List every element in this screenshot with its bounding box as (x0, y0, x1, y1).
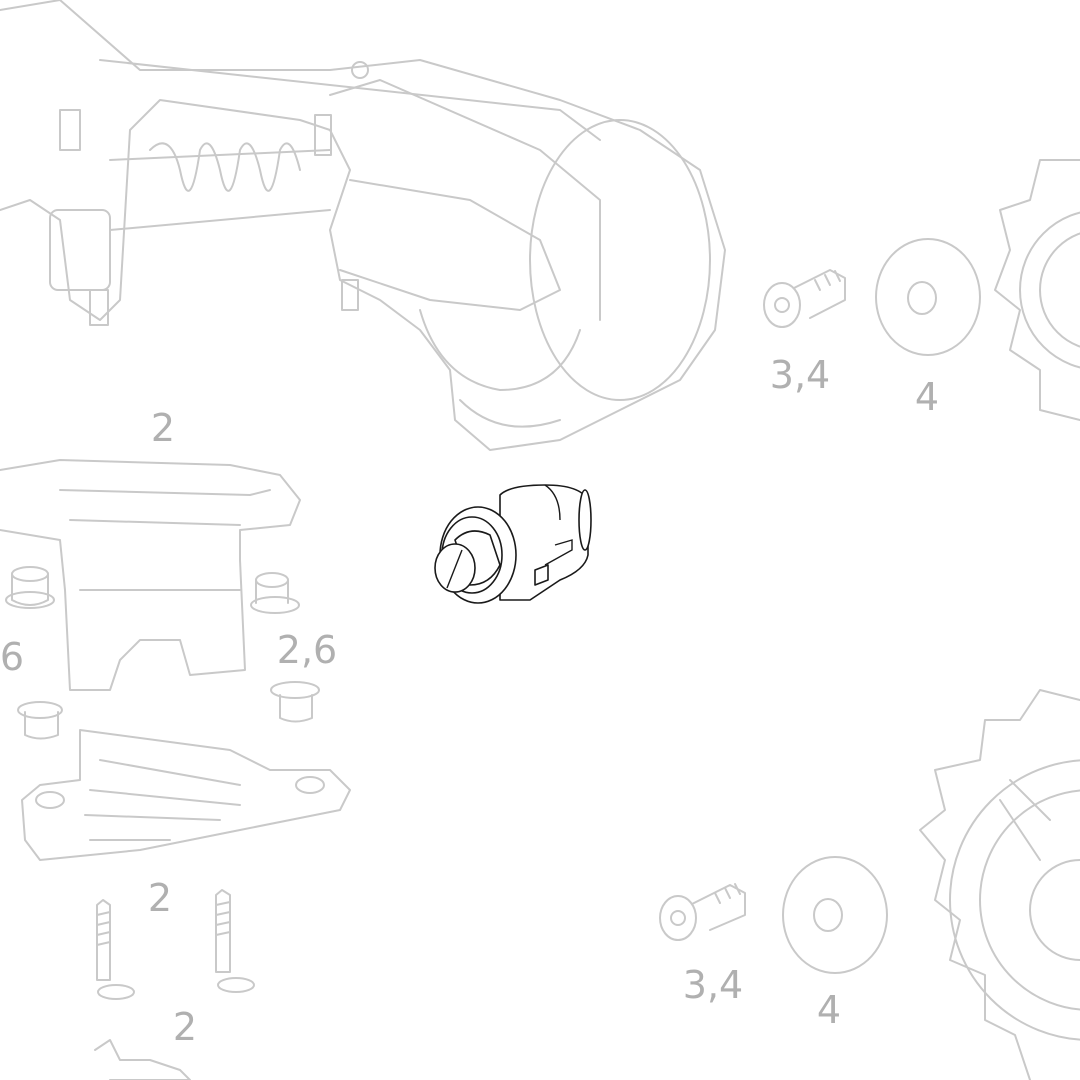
cage-bolt-left (96, 899, 135, 1000)
bushing-lower-left (17, 701, 63, 740)
lower-pulley-wheel (919, 689, 1080, 1080)
bushing-left (5, 566, 55, 609)
lower-washer (782, 856, 888, 974)
derailleur-body (0, 0, 726, 451)
upper-cage-plate (0, 459, 301, 691)
clip (94, 1039, 191, 1080)
part-label: 2,6 (276, 628, 338, 672)
part-label: 2 (147, 876, 173, 920)
part-label: 6 (0, 635, 25, 679)
part-label: 4 (914, 375, 940, 419)
part-label: 2 (172, 1005, 198, 1049)
part-label: 2 (150, 406, 176, 450)
part-label: 3,4 (682, 963, 744, 1007)
part-label: 3,4 (769, 353, 831, 397)
cage-bolt-right (215, 889, 255, 993)
upper-bolt (763, 269, 846, 328)
upper-washer (875, 238, 981, 356)
bushing-lower-right (270, 681, 320, 723)
lower-cage-plate (21, 729, 351, 861)
lower-bolt (659, 883, 746, 941)
upper-pulley-wheel (994, 159, 1080, 421)
highlighted-part-barrel-adjuster (434, 484, 592, 604)
part-label: 4 (816, 988, 842, 1032)
bushing-right (250, 572, 300, 614)
